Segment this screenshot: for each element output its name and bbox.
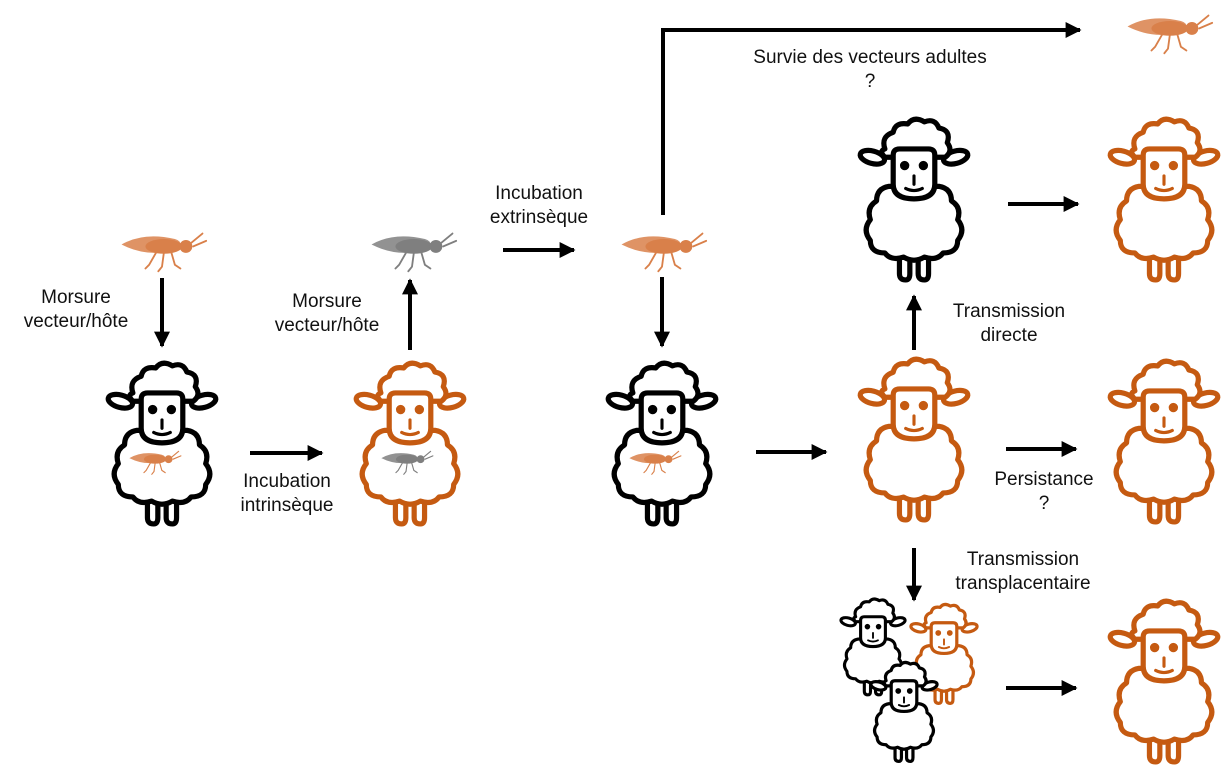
sheep-icon	[1109, 601, 1220, 762]
midge-icon	[620, 232, 708, 273]
label-line: Incubation	[243, 471, 331, 492]
sheep-layer	[107, 119, 1220, 762]
label-line: ?	[864, 71, 876, 92]
label-intrinsic-incubation: Incubation intrinsèque	[222, 470, 352, 518]
label-line: vecteur/hôte	[274, 315, 380, 336]
label-bite-2: Morsure vecteur/hôte	[252, 290, 402, 338]
sheep-icon	[1109, 119, 1220, 280]
label-line: Persistance	[994, 469, 1094, 490]
label-line: vecteur/hôte	[23, 311, 129, 332]
label-line: Survie des vecteurs adultes	[753, 47, 987, 68]
sheep-icon	[607, 363, 718, 524]
sheep-icon	[908, 602, 980, 705]
label-line: Transmission	[966, 549, 1080, 570]
label-line: extrinsèque	[489, 207, 589, 228]
label-persistence: Persistance ?	[984, 468, 1104, 516]
sheep-icon	[107, 363, 218, 524]
label-line: Transmission	[952, 301, 1066, 322]
midge-icon	[370, 232, 458, 273]
label-line: transplacentaire	[955, 573, 1091, 594]
sheep-icon	[859, 119, 970, 280]
arrows-layer	[154, 22, 1082, 696]
label-transplacental-transmission: Transmission transplacentaire	[938, 548, 1108, 596]
label-line: Morsure	[41, 287, 111, 308]
midge-icon	[1126, 14, 1214, 55]
label-bite-1: Morsure vecteur/hôte	[6, 286, 146, 334]
label-line: Incubation	[495, 183, 583, 204]
label-direct-transmission: Transmission directe	[934, 300, 1084, 348]
label-vector-survival: Survie des vecteurs adultes ?	[730, 46, 1010, 94]
label-line: Morsure	[292, 291, 362, 312]
label-line: ?	[1038, 493, 1050, 514]
label-extrinsic-incubation: Incubation extrinsèque	[474, 182, 604, 230]
midge-icon	[120, 232, 208, 273]
label-line: directe	[980, 325, 1038, 346]
sheep-icon	[1109, 361, 1220, 522]
sheep-icon	[859, 359, 970, 520]
sheep-icon	[355, 363, 466, 524]
arrow-icon	[661, 22, 1082, 215]
label-line: intrinsèque	[240, 495, 334, 516]
